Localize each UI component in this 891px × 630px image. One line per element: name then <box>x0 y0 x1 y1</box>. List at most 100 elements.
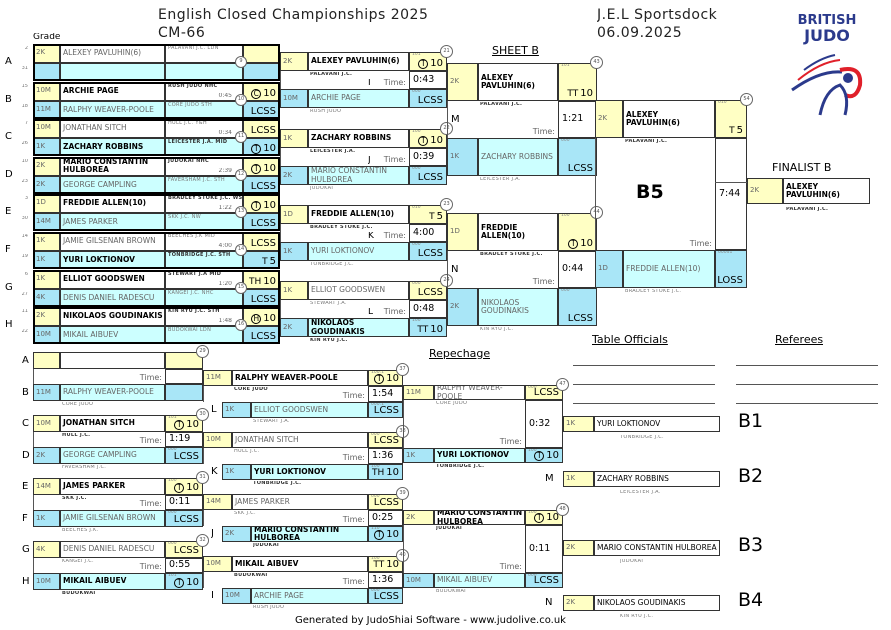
competitor-name[interactable]: ALEXEY PAVLUHIN(6) <box>478 63 558 101</box>
match-time: 2:39 <box>218 168 232 174</box>
competitor-name[interactable]: DENIS DANIEL RADESCU <box>60 541 165 558</box>
grade-cell: 10M <box>403 573 434 588</box>
pool-letter: E <box>5 206 12 217</box>
competitor-name[interactable]: FREDDIE ALLEN(10) <box>478 213 558 251</box>
competitor-name[interactable]: ARCHIE PAGE <box>251 588 368 604</box>
match-time: 0:44 <box>558 251 597 288</box>
competitor-name[interactable]: GEORGE CAMPLING <box>60 447 165 464</box>
competitor-name[interactable]: JONATHAN SITCH <box>60 415 165 432</box>
match-letter: I <box>211 590 214 601</box>
competitor-name[interactable]: YURI LOKTIONOV <box>251 464 368 480</box>
bronze-name[interactable]: ZACHARY ROBBINS <box>594 471 720 487</box>
score-code: 000 <box>371 432 380 437</box>
club-name: TONBRIDGE J.C. <box>310 262 354 267</box>
competitor-name[interactable]: ZACHARY ROBBINS <box>308 129 409 148</box>
competitor-name[interactable]: RALPHY WEAVER-POOLE <box>434 385 525 400</box>
competitor-name[interactable]: JAMIE GILSENAN BROWN <box>60 510 165 527</box>
competitor-name[interactable]: NIKOLAOS GOUDINAKIS <box>478 288 558 326</box>
competitor-name[interactable]: ALEXEY PAVLUHIN(6) <box>623 100 715 138</box>
competitor-name[interactable]: MIKAIL AIBUEV <box>60 573 165 590</box>
referee-signature-line <box>736 403 878 404</box>
competitor-name[interactable]: JONATHAN SITCH <box>232 432 368 448</box>
competitor-name[interactable]: ELLIOT GOODSWEN <box>251 402 368 418</box>
competitor-name[interactable]: MARIO CONSTANTIN HULBOREA <box>434 510 525 525</box>
competitor-name[interactable]: RALPHY WEAVER-POOLE <box>60 384 165 401</box>
competitor-name[interactable]: MIKAIL AIBUEV <box>434 573 525 588</box>
score-cell[interactable] <box>165 384 203 401</box>
competitor-name[interactable]: FREDDIE ALLEN(10) <box>623 250 715 288</box>
score-code: 000 <box>412 281 421 286</box>
grade-cell: 11M <box>203 370 232 386</box>
competitor-name[interactable]: RALPHY WEAVER-POOLE <box>232 370 368 386</box>
competitor-name[interactable]: YURI LOKTIONOV <box>308 242 409 261</box>
competitor-name[interactable]: ALEXEY PAVLUHIN(6) <box>308 52 409 71</box>
match-number-badge: 38 <box>396 425 409 438</box>
score-value: LCSS <box>417 95 443 106</box>
competitor-name[interactable]: JAMES PARKER <box>60 478 165 495</box>
seed-number: 14 <box>21 234 28 239</box>
seed-number: 22 <box>21 329 28 334</box>
competitor-name[interactable]: ELLIOT GOODSWEN <box>308 281 409 300</box>
competitor-name[interactable]: NIKOLAOS GOUDINAKIS <box>308 318 409 337</box>
competitor-name[interactable]: MIKAIL AIBUEV <box>232 556 368 572</box>
score-cell[interactable] <box>165 352 203 369</box>
bronze-name[interactable]: NIKOLAOS GOUDINAKIS <box>594 595 720 611</box>
competitor-name[interactable] <box>60 352 165 369</box>
competitor-name[interactable]: JAMES PARKER <box>232 494 368 510</box>
score-mark-icon: T <box>251 144 262 154</box>
seed-number: 15 <box>21 84 28 89</box>
bronze-name[interactable]: YURI LOKTIONOV <box>594 416 720 432</box>
competitor-name[interactable]: ARCHIE PAGE <box>308 89 409 108</box>
competitor-name[interactable]: YURI LOKTIONOV <box>434 448 525 463</box>
match-frame <box>33 82 280 119</box>
grade-cell: 2K <box>222 526 251 542</box>
grade-cell: 10M <box>222 588 251 604</box>
bronze-name[interactable]: MARIO CONSTANTIN HULBOREA <box>594 540 720 556</box>
competitor-name[interactable]: MARIO CONSTANTIN HULBOREA <box>308 166 409 185</box>
bracket-line <box>595 138 596 250</box>
club-name: SKK J.C. <box>234 511 256 516</box>
club-name: KIN RYU J.C. <box>480 327 514 332</box>
score-value: LCSS <box>250 331 276 342</box>
time-label: Time: <box>499 438 522 446</box>
competitor-name[interactable]: MARIO CONSTANTIN HULBOREA <box>251 526 368 542</box>
competitor-name[interactable]: FREDDIE ALLEN(10) <box>308 205 409 224</box>
match-time: 1:54 <box>368 386 403 402</box>
competitor-name[interactable]: ZACHARY ROBBINS <box>478 138 558 176</box>
competitor-name[interactable]: JAMIE GILSENAN BROWN <box>60 232 165 251</box>
